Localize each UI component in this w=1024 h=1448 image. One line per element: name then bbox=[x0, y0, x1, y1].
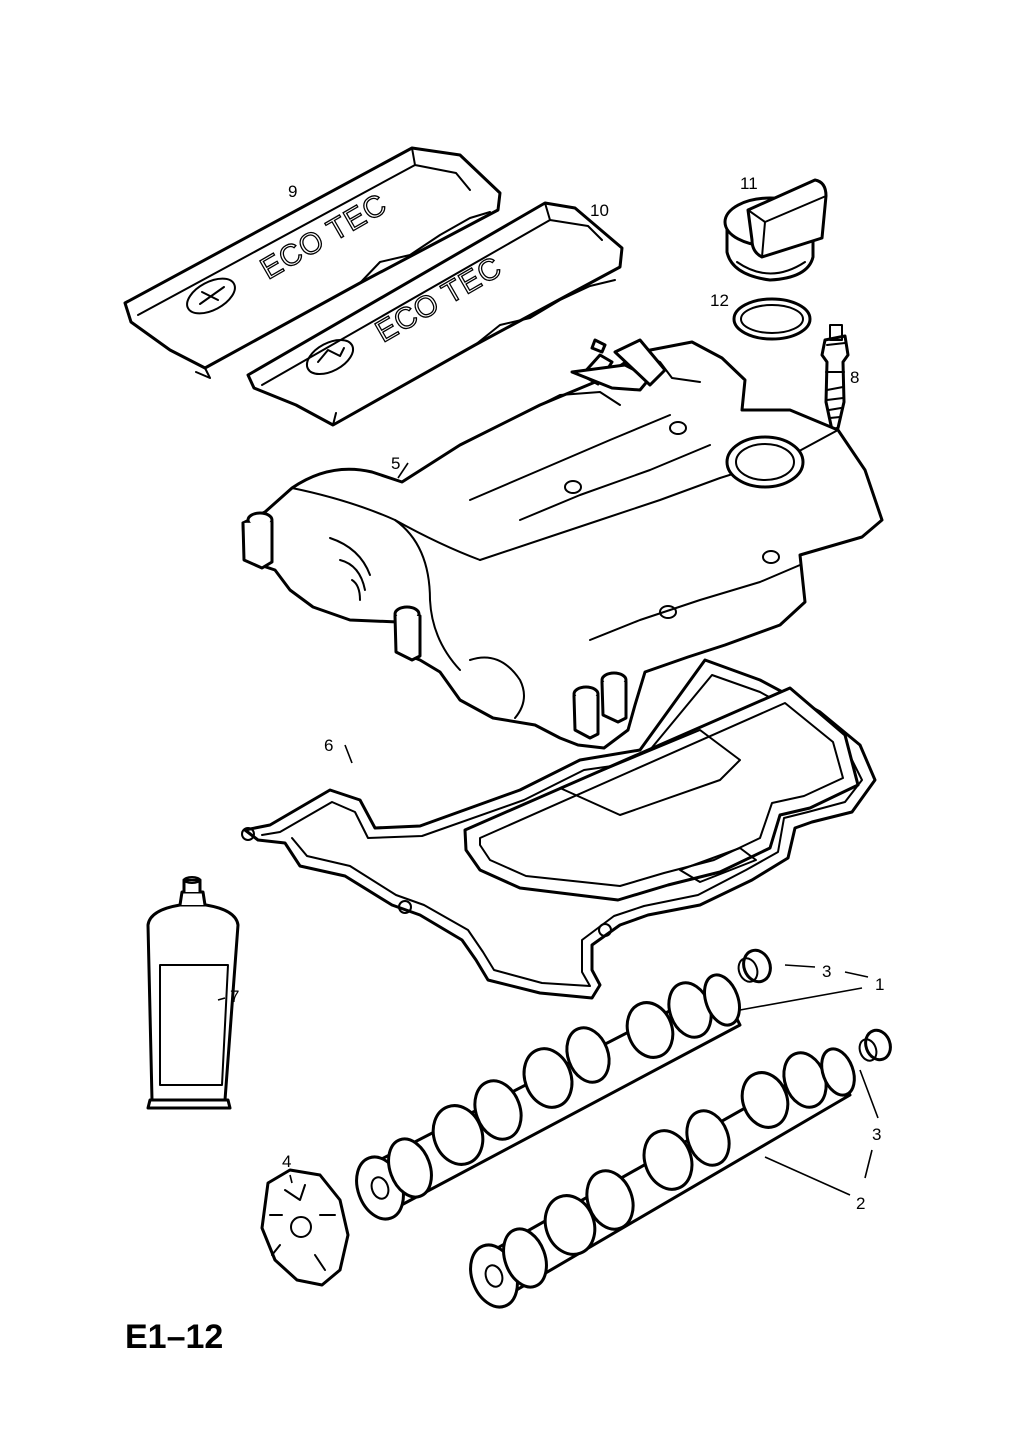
camshaft-1 bbox=[355, 973, 742, 1221]
callout-7: 7 bbox=[230, 987, 239, 1006]
callout-3-lower: 3 bbox=[872, 1125, 881, 1144]
camshaft-2 bbox=[469, 1047, 856, 1309]
camshaft-cover-5 bbox=[241, 338, 884, 750]
callout-8: 8 bbox=[850, 368, 859, 387]
callout-5: 5 bbox=[391, 454, 400, 473]
callout-2: 2 bbox=[856, 1194, 865, 1213]
page-code-label: E1–12 bbox=[125, 1318, 224, 1356]
sealant-tube-7 bbox=[146, 876, 240, 1110]
sensor-disc-4 bbox=[260, 1168, 350, 1287]
callout-12: 12 bbox=[710, 291, 729, 310]
plug-3-lower bbox=[858, 1028, 892, 1062]
callout-3-upper: 3 bbox=[822, 962, 831, 981]
callout-10: 10 bbox=[590, 201, 609, 220]
callout-4: 4 bbox=[282, 1152, 291, 1171]
cover-gasket-6 bbox=[241, 658, 877, 1000]
bolt-8 bbox=[820, 324, 850, 432]
callout-9: 9 bbox=[288, 182, 297, 201]
callout-1: 1 bbox=[875, 975, 884, 994]
callout-11: 11 bbox=[740, 174, 758, 193]
o-ring-12 bbox=[732, 297, 812, 341]
callout-6: 6 bbox=[324, 736, 333, 755]
oil-filler-cap-11 bbox=[723, 178, 828, 282]
plug-3-upper bbox=[737, 948, 772, 984]
callouts: 9 10 11 12 8 5 6 7 3 1 3 2 4 bbox=[230, 174, 884, 1213]
ecotec-cover-9: ECO TEC bbox=[123, 146, 502, 379]
leader-lines bbox=[217, 462, 879, 1196]
